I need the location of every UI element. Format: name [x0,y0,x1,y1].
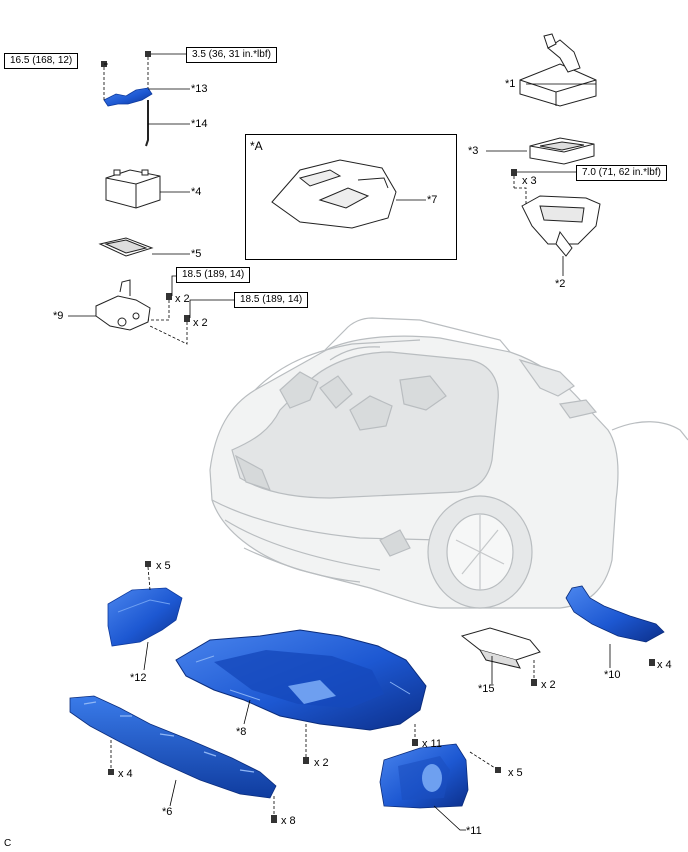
under-cover-panel-part [460,627,541,669]
quantity-label: x 2 [541,679,556,691]
reference-frame [245,134,457,260]
callout-label: *11 [466,825,482,837]
callout-label: *5 [191,248,202,260]
quantity-label: x 2 [314,757,329,769]
callout-label: *13 [191,83,208,95]
quantity-label: x 3 [522,175,537,187]
callout-label: *4 [191,186,202,198]
lower-side-shield-part [379,743,469,809]
quantity-label: x 5 [508,767,523,779]
callout-label: *3 [468,145,479,157]
callout-label: *2 [555,278,566,290]
bolt-icon [511,169,517,176]
vehicle-front-illustration [209,317,688,609]
quantity-label: x 2 [175,293,190,305]
bolt-icon [531,679,537,686]
bolt-icon [412,739,501,773]
corner-code: C [4,838,12,849]
quantity-label: x 2 [193,317,208,329]
engine-cover-part [271,159,397,229]
quantity-label: x 4 [657,659,672,671]
bolt-icon [166,293,190,322]
air-filter-element-part [529,137,595,165]
torque-spec-box: 16.5 (168, 12) [4,53,79,69]
rear-engine-under-cover-part [565,585,665,643]
bolt-icon [145,561,151,567]
frame-label: *A [250,139,263,153]
engine-under-cover-part [175,629,427,731]
battery-part [105,169,161,209]
callout-label: *7 [427,194,438,206]
callout-label: *1 [505,78,516,90]
bolt-icon [101,51,151,67]
leader-lines [68,53,611,831]
bolt-icon [108,757,309,823]
callout-label: *6 [162,806,173,818]
callout-label: *14 [191,118,208,130]
quantity-label: x 11 [422,738,442,750]
battery-carrier-part [95,279,151,331]
torque-spec-box: 3.5 (36, 31 in.*lbf) [186,47,277,63]
callout-label: *15 [478,683,495,695]
callout-label: *9 [53,310,64,322]
fender-splash-shield-part [107,587,183,647]
air-cleaner-case-part [521,195,601,257]
battery-clamp-part [103,87,153,107]
callout-label: *12 [130,672,147,684]
quantity-label: x 4 [118,768,133,780]
battery-tray-part [98,237,154,257]
quantity-label: x 8 [281,815,296,827]
front-lower-absorber-part [69,695,277,799]
torque-spec-box: 18.5 (189, 14) [176,267,251,283]
battery-hold-down-rod [145,100,149,147]
callout-label: *8 [236,726,247,738]
quantity-label: x 5 [156,560,171,572]
air-cleaner-cap-part [519,33,597,107]
torque-spec-box: 7.0 (71, 62 in.*lbf) [576,165,667,181]
bolt-icon [649,659,655,666]
torque-spec-box: 18.5 (189, 14) [234,292,309,308]
callout-label: *10 [604,669,621,681]
